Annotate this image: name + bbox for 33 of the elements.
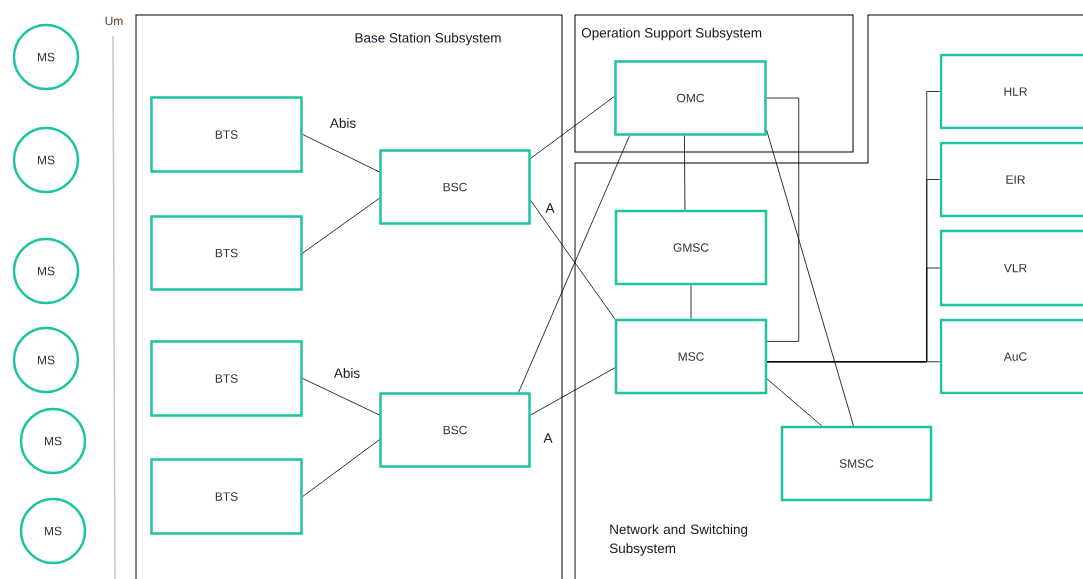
connector-line [690, 284, 692, 320]
component-box: BTS [150, 96, 303, 173]
connector-line [530, 367, 616, 416]
edge-label: Abis [332, 367, 362, 379]
connector-line [302, 439, 380, 497]
connector-line [530, 200, 616, 320]
component-box: GMSC [614, 209, 768, 286]
edge-label: A [542, 432, 554, 444]
connector-line [302, 134, 380, 173]
component-box: MSC [614, 318, 768, 395]
component-box: HLR [939, 53, 1083, 130]
component-box: EIR [939, 141, 1083, 218]
interface-label: Um [105, 16, 123, 26]
connector-line [766, 97, 800, 342]
edge-label: A [544, 202, 556, 214]
component-box: BTS [150, 215, 303, 291]
connector-line [302, 378, 380, 416]
connector-line [766, 361, 941, 363]
component-box: SMSC [780, 425, 933, 502]
component-box: BSC [379, 149, 531, 225]
component-box: OMC [614, 60, 767, 136]
component-box: BSC [379, 392, 531, 468]
connector-line [518, 135, 630, 393]
connector-line [766, 130, 854, 427]
component-box: AuC [939, 318, 1083, 395]
component-box: BTS [150, 340, 303, 417]
connector-line [302, 197, 380, 254]
edge-label: Abis [328, 117, 358, 129]
connector-line [684, 135, 686, 211]
component-box: VLR [939, 229, 1083, 307]
connector-line [530, 96, 615, 159]
component-box: BTS [150, 458, 303, 535]
connector-line [766, 378, 823, 427]
